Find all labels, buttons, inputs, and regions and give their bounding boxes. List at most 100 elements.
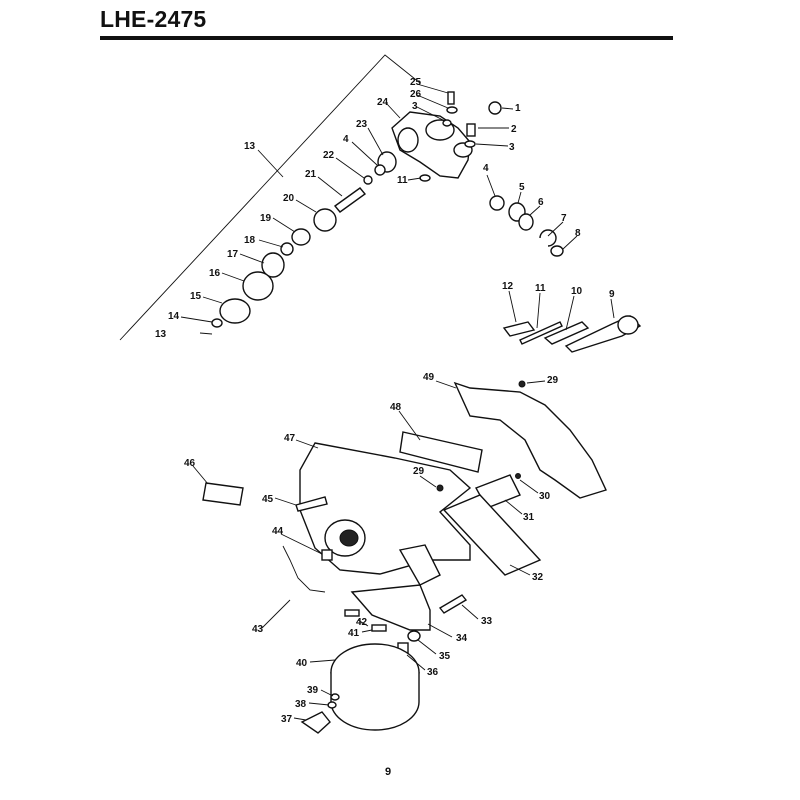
- leader-1: [501, 107, 514, 110]
- leader-22: [295, 199, 317, 213]
- bearing-22: [313, 208, 337, 232]
- bolt-41: [371, 624, 387, 632]
- callout: 46: [184, 458, 196, 469]
- leader-10: [565, 295, 575, 331]
- callout: 13: [244, 141, 256, 152]
- guard-assembly: [202, 380, 607, 734]
- leader-lines: [180, 83, 615, 721]
- guard-49: [453, 381, 607, 499]
- ring-3-upper: [442, 119, 452, 127]
- washer-13: [419, 174, 431, 182]
- leader-41: [361, 629, 373, 633]
- callout: 9: [609, 289, 615, 300]
- leader-8: [562, 235, 578, 250]
- washer-28: [446, 106, 458, 114]
- callout: 10: [571, 286, 583, 297]
- callout: 23: [356, 119, 368, 130]
- ring-21: [291, 228, 311, 246]
- leader-27: [416, 83, 449, 94]
- title-underline: [100, 36, 673, 40]
- leader-9: [610, 298, 615, 319]
- nut-1: [488, 101, 502, 115]
- callout: 15: [190, 291, 202, 302]
- leader-43: [261, 599, 291, 629]
- page-number: 9: [385, 766, 392, 778]
- leader-28: [416, 94, 449, 109]
- leader-14: [257, 149, 284, 178]
- tool-kit: [502, 315, 642, 353]
- callout: 32: [532, 572, 544, 583]
- callout: 13: [155, 329, 167, 340]
- gear-case-flange: [397, 127, 419, 153]
- callout: 5: [519, 182, 525, 193]
- callout: 38: [295, 699, 307, 710]
- nut-16: [211, 318, 223, 328]
- tool-11-bar: [519, 321, 563, 345]
- leader-20: [258, 239, 284, 248]
- drum-40-side: [330, 672, 420, 731]
- ring-24: [363, 175, 373, 185]
- callout: 29: [413, 466, 425, 477]
- leader-37: [293, 717, 307, 721]
- washer-35: [407, 630, 421, 642]
- leader-17: [202, 296, 223, 304]
- gearbox-assembly: [119, 54, 564, 341]
- callout: 11: [397, 175, 408, 186]
- callout: 2: [511, 124, 517, 135]
- callout: 25: [410, 77, 422, 88]
- leader-29b: [419, 475, 437, 488]
- callout: 33: [481, 616, 493, 627]
- callout: 3: [412, 101, 418, 112]
- leader-33: [461, 604, 479, 620]
- leader-4a: [351, 141, 378, 166]
- callout: 37: [281, 714, 293, 725]
- bolt-42: [344, 609, 360, 617]
- leader-18: [221, 272, 245, 282]
- tool-12: [502, 321, 536, 337]
- cotter-15: [199, 332, 213, 335]
- callout: 36: [427, 667, 439, 678]
- callout: 4: [343, 134, 349, 145]
- leader-26: [386, 103, 401, 119]
- leader-5: [517, 191, 522, 204]
- washer-8: [550, 245, 564, 257]
- leader-4b: [486, 174, 496, 197]
- strap-43: [282, 545, 326, 593]
- plate-32: [442, 494, 542, 576]
- tool-10-wrench: [543, 321, 590, 345]
- screw-29-mid: [436, 484, 444, 492]
- cover-17: [219, 298, 251, 324]
- callout: 20: [283, 193, 295, 204]
- leader-3b: [475, 143, 509, 147]
- callout: 29: [547, 375, 559, 386]
- callout: 26: [410, 89, 422, 100]
- gear-4-upper: [374, 164, 386, 176]
- leader-29a: [526, 380, 546, 384]
- leader-35: [417, 639, 437, 655]
- bolt-45: [295, 496, 328, 512]
- callout: 45: [262, 494, 274, 505]
- callout: 6: [538, 197, 544, 208]
- pin-2: [466, 123, 476, 137]
- callout: 11: [535, 283, 546, 294]
- bracket-line-14: [119, 54, 421, 341]
- leader-42: [357, 619, 369, 627]
- callout: 8: [575, 228, 581, 239]
- washer-20: [280, 242, 294, 256]
- callout: 30: [539, 491, 551, 502]
- cap-37: [300, 711, 331, 734]
- leader-34: [427, 623, 453, 638]
- leader-6: [529, 205, 541, 216]
- snap-ring-7: [539, 229, 557, 247]
- leader-11: [536, 292, 541, 329]
- mount-bracket: [398, 544, 441, 586]
- leader-32: [509, 564, 531, 576]
- leader-36: [406, 654, 426, 671]
- callout: 19: [260, 213, 272, 224]
- callout: 4: [483, 163, 489, 174]
- leader-31: [504, 499, 523, 515]
- leader-30: [519, 479, 539, 494]
- callout: 49: [423, 372, 435, 383]
- plate-46: [202, 482, 244, 506]
